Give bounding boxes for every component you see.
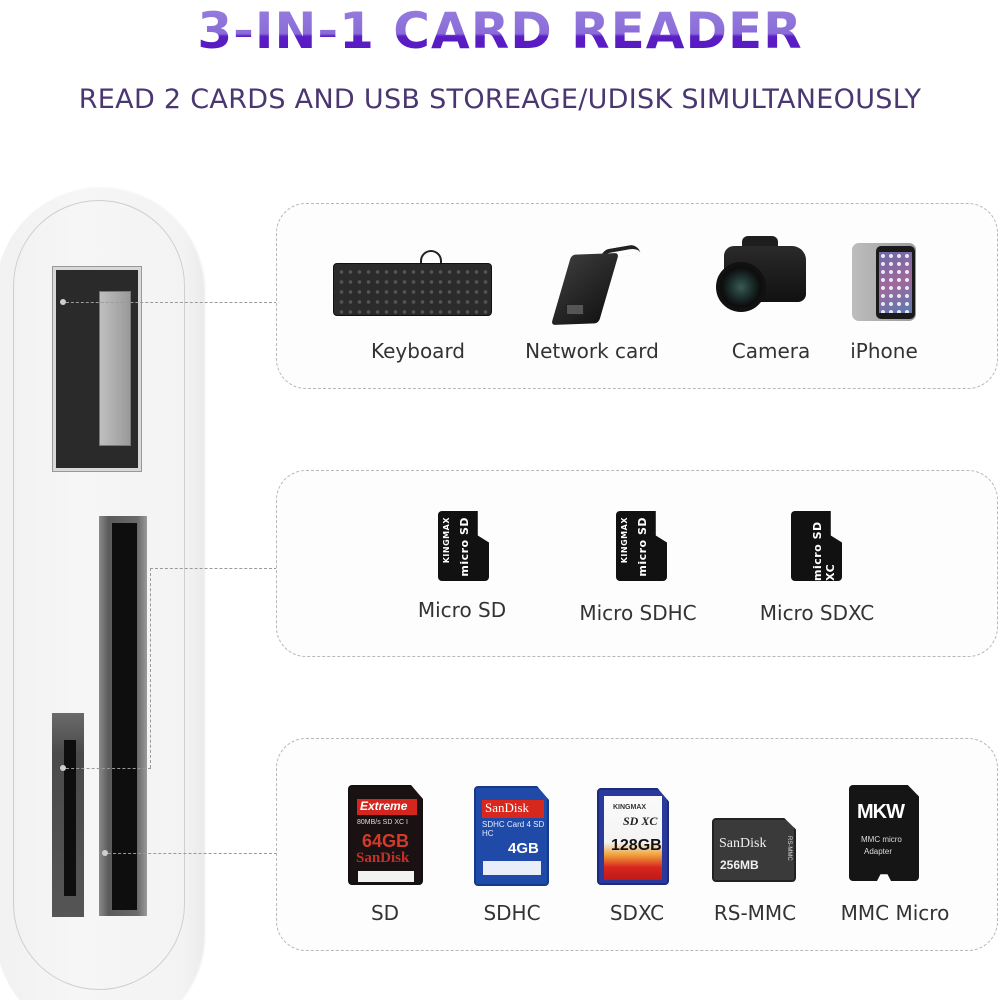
rs-mmc-card-side-label: RS-MMC: [786, 836, 792, 861]
usb-connector-line: [66, 302, 277, 303]
page-subtitle: READ 2 CARDS AND USB STOREAGE/UDISK SIMU…: [78, 84, 922, 115]
keyboard-cable: [420, 250, 442, 266]
mmc-micro-card-line1: MMC micro: [861, 835, 902, 844]
tf-connector-line-vertical: [150, 568, 151, 768]
mmc-micro-card-brand: MKW: [857, 801, 905, 823]
sdxc-card-face: [604, 796, 662, 880]
tf-connector-line: [66, 768, 151, 769]
sdxc-card-capacity: 128GB: [611, 837, 662, 854]
label-mmc-micro: MMC Micro: [840, 901, 950, 925]
micro-sdhc-mark: micro SD: [636, 517, 649, 577]
sd-card-slot-opening: [112, 523, 137, 910]
label-micro-sd: Micro SD: [417, 598, 507, 622]
ethernet-port-icon: [566, 304, 584, 315]
sd-card-strip: [358, 871, 414, 882]
label-network-card: Network card: [525, 339, 659, 363]
tf-connector-line-top: [150, 568, 277, 569]
sd-card-capacity: 64GB: [362, 831, 410, 851]
label-iphone: iPhone: [850, 339, 918, 363]
label-camera: Camera: [731, 339, 811, 363]
sd-card-icon: Extreme 80MB/s SD XC I 64GB SanDisk: [348, 785, 423, 885]
label-micro-sdhc: Micro SDHC: [579, 601, 697, 625]
sdxc-card-icon: KINGMAX SD XC 128GB: [597, 788, 669, 885]
label-sdxc: SDXC: [609, 901, 665, 925]
sd-connector-line: [108, 853, 277, 854]
label-keyboard: Keyboard: [370, 339, 466, 363]
tf-card-slot-opening: [64, 740, 76, 896]
sdxc-card-brand: KINGMAX: [613, 804, 647, 811]
micro-sdhc-brand: KINGMAX: [620, 517, 629, 564]
usb-port-tongue: [99, 291, 131, 446]
sd-card-band: Extreme: [357, 799, 417, 815]
rs-mmc-card-icon: SanDisk 256MB RS-MMC: [712, 818, 796, 882]
keyboard-icon: [333, 263, 492, 316]
sdxc-card-logo: SD XC: [623, 814, 658, 828]
micro-sd-mark: micro SD: [458, 517, 471, 577]
mmc-micro-card-line2: Adapter: [864, 847, 893, 856]
micro-sd-brand: KINGMAX: [442, 517, 451, 564]
sdhc-card-meta: SDHC Card 4 SD HC: [482, 820, 545, 838]
page-title: 3-IN-1 CARD READER: [0, 0, 1000, 70]
sdhc-card-icon: SanDisk SDHC Card 4 SD HC 4GB: [474, 786, 549, 886]
tf-slot-marker: [60, 765, 66, 771]
sdhc-card-capacity: 4GB: [508, 840, 539, 857]
sd-card-brand: SanDisk: [356, 850, 410, 866]
sd-slot-marker: [102, 850, 108, 856]
sd-card-meta: 80MB/s SD XC I: [357, 819, 408, 826]
rs-mmc-card-brand: SanDisk: [719, 836, 767, 851]
mmc-micro-adapter-icon: MKW MMC micro Adapter: [849, 785, 919, 881]
label-micro-sdxc: Micro SDXC: [759, 601, 875, 625]
rs-mmc-card-capacity: 256MB: [720, 858, 759, 872]
smartphone-screen: [879, 252, 912, 313]
camera-lens-icon: [716, 262, 766, 312]
label-sdhc: SDHC: [483, 901, 541, 925]
label-rs-mmc: RS-MMC: [713, 901, 797, 925]
usb-port-marker: [60, 299, 66, 305]
label-sd: SD: [370, 901, 400, 925]
sdhc-card-strip: [483, 861, 541, 875]
device-outline: [13, 200, 185, 990]
sdhc-card-band: SanDisk: [482, 800, 544, 818]
